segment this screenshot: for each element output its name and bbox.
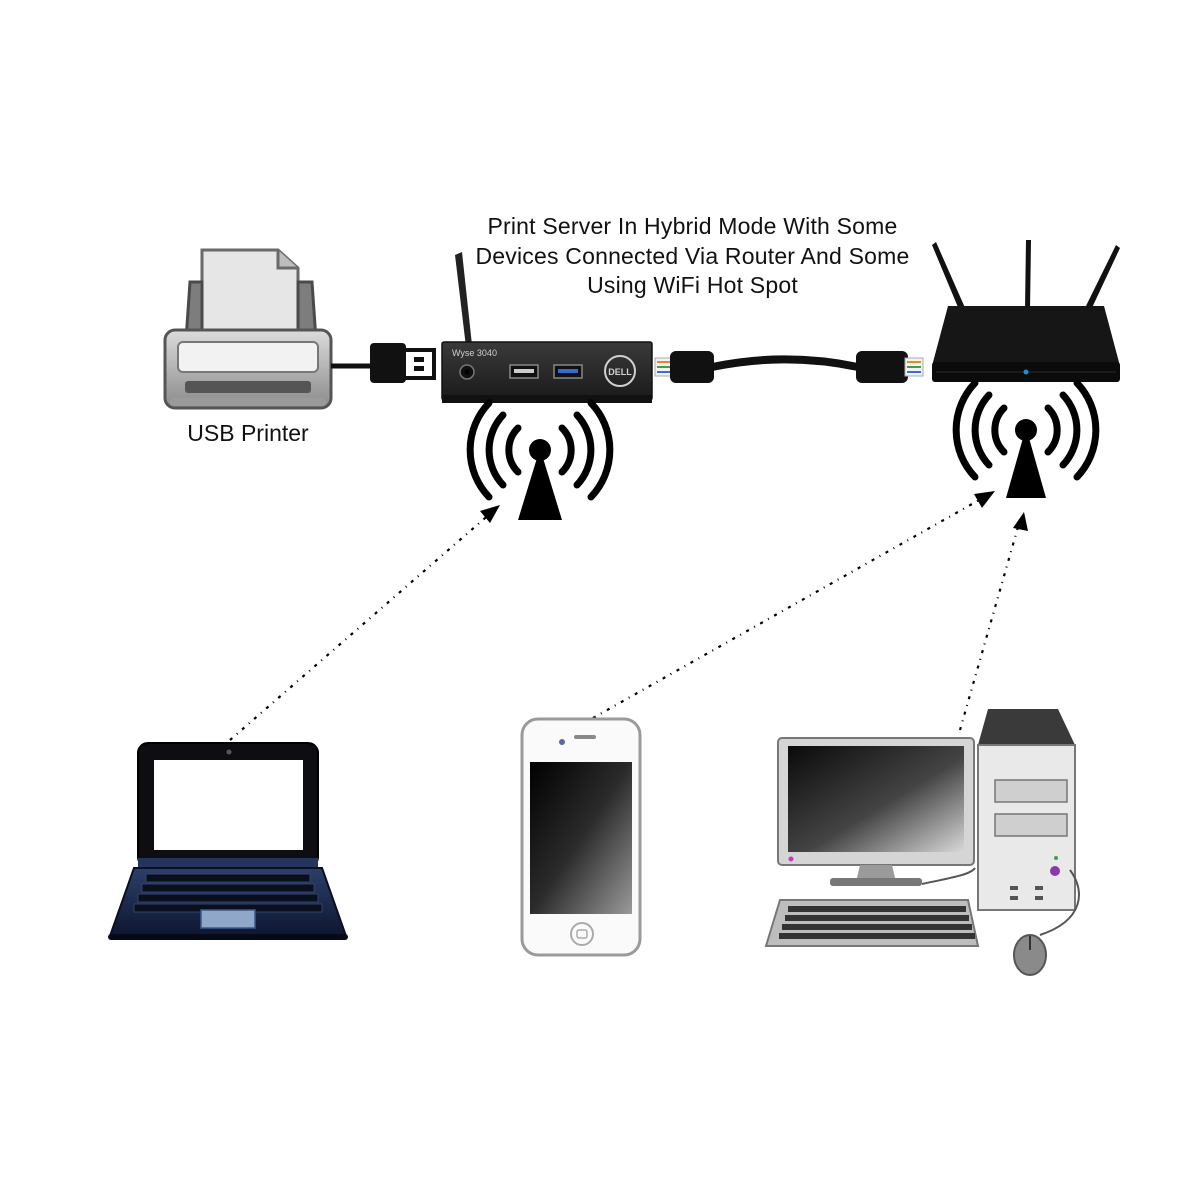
router-icon [932, 240, 1120, 382]
laptop-icon [108, 742, 348, 940]
print-server-icon: Wyse 3040 DELL [441, 252, 653, 403]
link-desktop-to-router [958, 519, 1022, 731]
wifi-hotspot-icon-router [952, 379, 1100, 498]
device-model-label: Wyse 3040 [452, 348, 497, 358]
smartphone-icon [520, 717, 642, 957]
usb-printer-label: USB Printer [187, 420, 309, 446]
ethernet-cable [654, 351, 924, 383]
printer-icon [163, 248, 333, 410]
desktop-pc-icon [764, 709, 1080, 976]
wireless-links [229, 494, 1022, 741]
link-arrowheads [480, 491, 1028, 531]
link-laptop-to-server [229, 511, 493, 741]
wifi-hotspot-icon-server [466, 399, 614, 520]
diagram-title: Print Server In Hybrid Mode With Some De… [475, 213, 910, 298]
device-brand-logo: DELL [608, 367, 632, 377]
link-phone-to-router [592, 494, 989, 719]
usb-cable [331, 343, 436, 383]
